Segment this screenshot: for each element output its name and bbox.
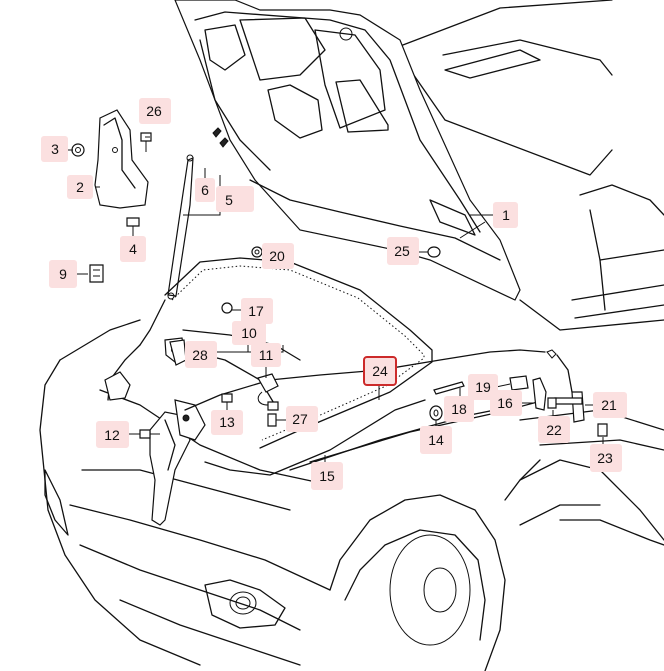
callout-23[interactable]: 23 [590,444,622,472]
svg-text:15: 15 [319,468,335,484]
callout-15[interactable]: 15 [311,462,343,490]
callout-4[interactable]: 4 [120,236,146,262]
callout-19[interactable]: 19 [468,374,498,400]
callout-21[interactable]: 21 [593,392,627,418]
svg-text:26: 26 [146,103,162,119]
callout-27[interactable]: 27 [286,406,318,432]
callout-5[interactable]: 5 [216,186,254,212]
callout-14[interactable]: 14 [420,426,452,454]
callout-25[interactable]: 25 [387,237,419,265]
svg-text:16: 16 [497,395,513,411]
callout-24[interactable]: 24 [363,356,397,386]
svg-text:18: 18 [451,401,467,417]
callout-28[interactable]: 28 [185,341,217,368]
svg-text:12: 12 [104,427,120,443]
callout-20[interactable]: 20 [262,243,294,269]
svg-text:24: 24 [372,363,388,379]
svg-text:2: 2 [76,179,84,195]
svg-text:20: 20 [269,248,285,264]
svg-text:10: 10 [241,325,257,341]
callout-1[interactable]: 1 [493,202,518,228]
svg-text:17: 17 [248,303,264,319]
svg-text:19: 19 [475,379,491,395]
car-body-drawing [39,0,664,671]
svg-text:6: 6 [201,182,209,198]
callouts: 1 2 3 4 5 6 9 10 [41,98,627,490]
callout-12[interactable]: 12 [96,421,129,448]
callout-6[interactable]: 6 [195,178,215,202]
svg-text:11: 11 [259,347,274,363]
svg-text:14: 14 [428,432,444,448]
svg-text:21: 21 [601,397,617,413]
callout-10[interactable]: 10 [232,321,266,345]
callout-2[interactable]: 2 [67,175,93,199]
svg-text:5: 5 [225,192,233,208]
svg-text:23: 23 [597,450,613,466]
svg-text:13: 13 [219,414,235,430]
svg-text:22: 22 [546,422,562,438]
callout-9[interactable]: 9 [49,260,77,288]
callout-13[interactable]: 13 [211,410,243,435]
callout-3[interactable]: 3 [41,136,68,162]
callout-18[interactable]: 18 [444,396,474,422]
callout-22[interactable]: 22 [538,416,570,443]
callout-11[interactable]: 11 [251,343,281,367]
svg-text:28: 28 [192,347,208,363]
svg-text:9: 9 [59,266,67,282]
svg-text:27: 27 [292,411,308,427]
svg-text:3: 3 [51,141,59,157]
svg-text:4: 4 [129,241,137,257]
callout-17[interactable]: 17 [241,298,273,324]
svg-text:25: 25 [394,243,410,259]
callout-26[interactable]: 26 [139,98,171,124]
svg-text:1: 1 [502,207,510,223]
